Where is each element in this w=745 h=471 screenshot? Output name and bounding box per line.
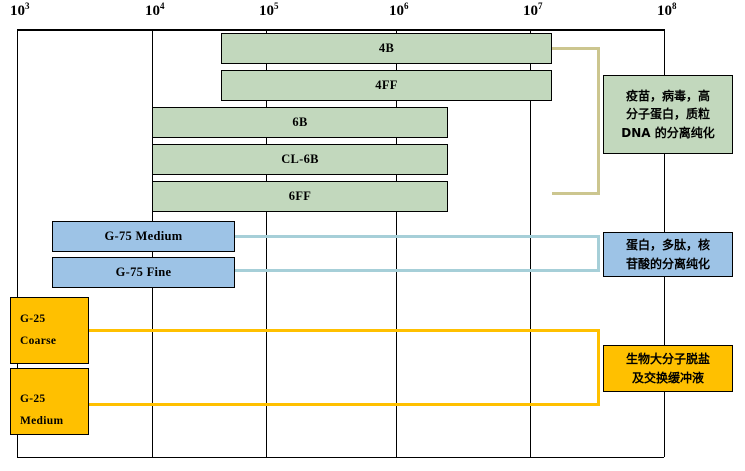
bar-g75-fine: G-75 Fine [52, 257, 235, 288]
axis-tick-label-1e6: 106 [389, 1, 409, 19]
callout-line: 苷酸的分离纯化 [625, 256, 710, 271]
bar-g25-medium: G-25 Medium [10, 368, 89, 435]
yellow-group-bracket [89, 329, 600, 406]
bar-4b: 4B [221, 33, 552, 64]
bar-6b: 6B [152, 107, 448, 138]
callout-line: 蛋白，多肽，核 [625, 237, 710, 252]
gridline-1e5 [266, 29, 267, 457]
axis-tick-label-1e5: 105 [259, 1, 279, 19]
gridline-1e7 [530, 29, 531, 457]
axis-tick-label-1e3: 103 [10, 1, 30, 19]
bar-label: CL-6B [281, 152, 319, 166]
callout-line: DNA 的分离纯化 [621, 125, 715, 140]
callout-line: 疫苗，病毒，高 [625, 88, 710, 103]
bar-label: G-75 Fine [115, 265, 172, 279]
gridline-1e6 [396, 29, 397, 457]
bar-label: 4B [378, 41, 395, 55]
bar-label-line1: G-25 [20, 313, 46, 326]
gridline-1e3 [17, 29, 18, 457]
bar-6ff: 6FF [152, 181, 448, 212]
bar-cl-6b: CL-6B [152, 144, 448, 175]
bar-label: 6B [292, 115, 308, 129]
axis-tick-label-1e8: 108 [657, 1, 677, 19]
callout-green-applications: 疫苗，病毒，高 分子蛋白，质粒 DNA 的分离纯化 [603, 75, 733, 154]
bar-g25-coarse: G-25 Coarse [10, 297, 89, 364]
callout-yellow-applications: 生物大分子脱盐 及交换缓冲液 [603, 345, 733, 392]
bar-g75-medium: G-75 Medium [52, 221, 235, 252]
axis-tick-label-1e4: 104 [145, 1, 165, 19]
blue-group-bracket [235, 235, 600, 272]
callout-blue-applications: 蛋白，多肽，核 苷酸的分离纯化 [603, 232, 733, 277]
axis-tick-label-1e7: 107 [523, 1, 543, 19]
callout-line: 及交换缓冲液 [631, 370, 704, 385]
callout-line: 生物大分子脱盐 [625, 351, 710, 366]
callout-line: 分子蛋白，质粒 [625, 107, 710, 122]
bar-label-line2: Medium [20, 414, 64, 427]
bar-label: 4FF [375, 78, 398, 92]
bar-4ff: 4FF [221, 70, 552, 101]
bar-label-line1: G-25 [20, 393, 46, 406]
green-group-bracket [552, 47, 600, 195]
x-axis-line [17, 29, 664, 31]
bar-label: G-75 Medium [104, 229, 183, 243]
chart-bottom-border [17, 457, 664, 458]
bar-label: 6FF [288, 189, 312, 203]
bar-label-line2: Coarse [20, 334, 57, 347]
